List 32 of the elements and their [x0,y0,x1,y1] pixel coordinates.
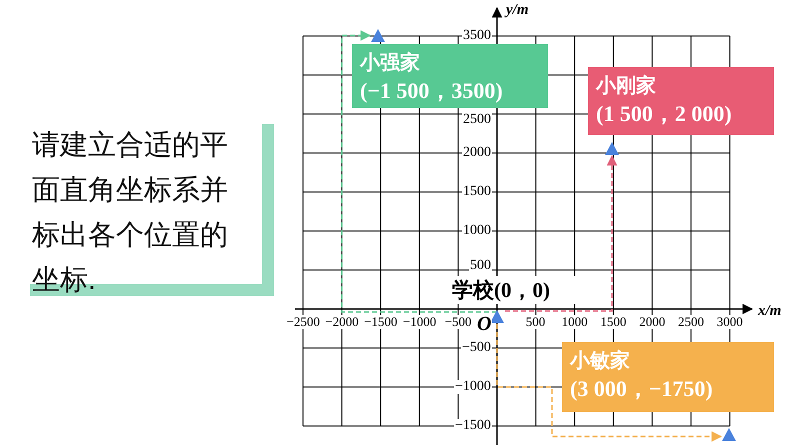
axis-label: x/m [757,304,782,318]
tick-label: −500 [444,315,473,329]
tick-label: 500 [469,259,492,273]
tick-label: 1500 [599,315,628,329]
route-arrow [341,30,497,313]
point-marker [490,310,504,323]
tick-label: 500 [524,315,546,329]
point-marker [722,428,736,441]
tick-label: −1000 [402,315,438,329]
coordinate-callout [352,44,548,108]
tick-label: 2500 [677,315,705,329]
tick-label: −2500 [286,315,321,329]
coordinate-text: (−1 500，3500) [360,77,504,104]
coordinate-callout [562,342,774,412]
tick-label: 1000 [560,315,589,329]
route-arrow [505,154,618,312]
place-name: 小强家 [360,50,421,76]
coordinate-text: (3 000，−1750) [570,375,714,402]
tick-label: −1500 [363,315,398,329]
tick-label: 3000 [716,315,744,329]
tick-label: −2000 [324,315,360,329]
place-name: 小敏家 [570,348,631,374]
point-marker [605,142,619,155]
place-name: 小刚家 [596,74,657,99]
axis-label: y/m [505,3,530,17]
point-marker [371,29,385,42]
task-text: 请建立合适的平面直角坐标系并标出各个位置的坐标. [31,128,229,297]
coordinate-callout [588,67,774,135]
coordinate-text: (1 500，2 000) [596,100,733,127]
route-arrow [496,324,722,442]
tick-label: −1000 [454,380,492,394]
tick-label: 2000 [638,315,666,329]
